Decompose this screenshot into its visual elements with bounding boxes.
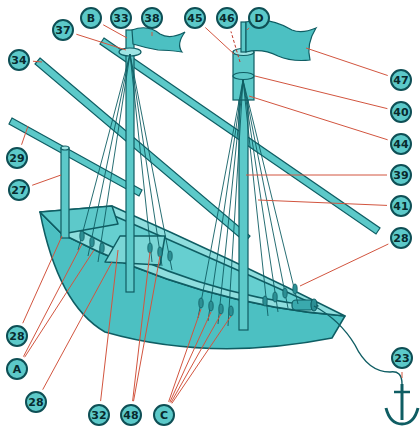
fore-pole	[241, 22, 246, 52]
callout-number: 34	[8, 49, 30, 71]
mizzen-top	[61, 146, 69, 150]
deadeye	[90, 237, 94, 247]
leader-line	[22, 126, 28, 145]
callout-number: 23	[391, 347, 413, 369]
anchor-shank	[401, 384, 404, 420]
hull-side	[40, 212, 345, 349]
anchor-arms	[386, 408, 418, 424]
callout-number: C	[153, 404, 175, 426]
hull-inner	[75, 214, 318, 306]
callout-number: 46	[216, 7, 238, 29]
deadeye	[168, 251, 172, 261]
windlass-end	[311, 299, 317, 311]
leader-line	[101, 250, 118, 401]
callout-number: 27	[8, 179, 30, 201]
leader-line	[247, 28, 249, 30]
leader-line	[25, 250, 94, 357]
deadeye	[100, 243, 104, 253]
callout-number: 37	[52, 19, 74, 41]
leader-line	[306, 48, 388, 76]
callout-number: 33	[110, 7, 132, 29]
deadeye	[273, 292, 277, 302]
leader-line	[402, 372, 403, 378]
callout-number: 38	[141, 7, 163, 29]
callout-number: 28	[25, 391, 47, 413]
mizzen-mast	[61, 148, 69, 238]
callout-number: 48	[120, 404, 142, 426]
callout-number: D	[248, 7, 270, 29]
shrouds	[78, 54, 298, 326]
deadeye	[229, 306, 233, 316]
spars	[9, 38, 380, 242]
deadeyes	[80, 231, 297, 316]
deadeye	[158, 247, 162, 257]
leader-line	[171, 314, 221, 403]
leader-line	[33, 61, 42, 63]
leader-line	[231, 31, 240, 62]
fore-top	[233, 52, 254, 100]
callout-number: 29	[6, 147, 28, 169]
callout-number: B	[80, 7, 102, 29]
leader-line	[258, 200, 387, 205]
deadeye	[209, 301, 213, 311]
hull	[40, 206, 345, 349]
leader-line	[169, 309, 201, 402]
leader-line	[170, 312, 211, 402]
leader-line	[249, 96, 388, 140]
callout-number: 28	[390, 227, 412, 249]
deadeye	[283, 288, 287, 298]
callout-number: 40	[390, 101, 412, 123]
callout-number: 39	[390, 164, 412, 186]
leader-line	[300, 244, 388, 286]
deadeye	[199, 298, 203, 308]
deadeye	[219, 304, 223, 314]
leader-line	[23, 236, 62, 323]
leader-line	[152, 32, 153, 36]
waist-frame	[105, 236, 165, 265]
deadeye	[148, 243, 152, 253]
callout-number: 41	[390, 195, 412, 217]
leader-line	[23, 244, 82, 357]
leader-line	[172, 316, 231, 403]
callout-number: 47	[390, 69, 412, 91]
leader-line	[128, 29, 129, 30]
anchor-rope	[314, 306, 402, 384]
leader-line	[76, 34, 126, 50]
deadeye	[80, 231, 84, 241]
deadeye	[263, 296, 267, 306]
leader-line	[43, 262, 112, 390]
callout-number: 45	[184, 7, 206, 29]
deadeye	[293, 284, 297, 294]
callout-number: A	[6, 358, 28, 380]
leader-line	[134, 256, 160, 401]
anchor-stock	[394, 391, 410, 394]
shroud-lines	[78, 54, 298, 326]
callout-number: 32	[88, 404, 110, 426]
leader-line	[32, 175, 61, 185]
fore-top-ring	[233, 73, 254, 80]
leader-line	[246, 175, 387, 176]
flag-38	[132, 28, 185, 52]
callout-number: 28	[6, 325, 28, 347]
windlass	[292, 299, 317, 311]
callout-number: 44	[390, 133, 412, 155]
anchor	[314, 306, 418, 424]
leader-line	[205, 27, 234, 54]
